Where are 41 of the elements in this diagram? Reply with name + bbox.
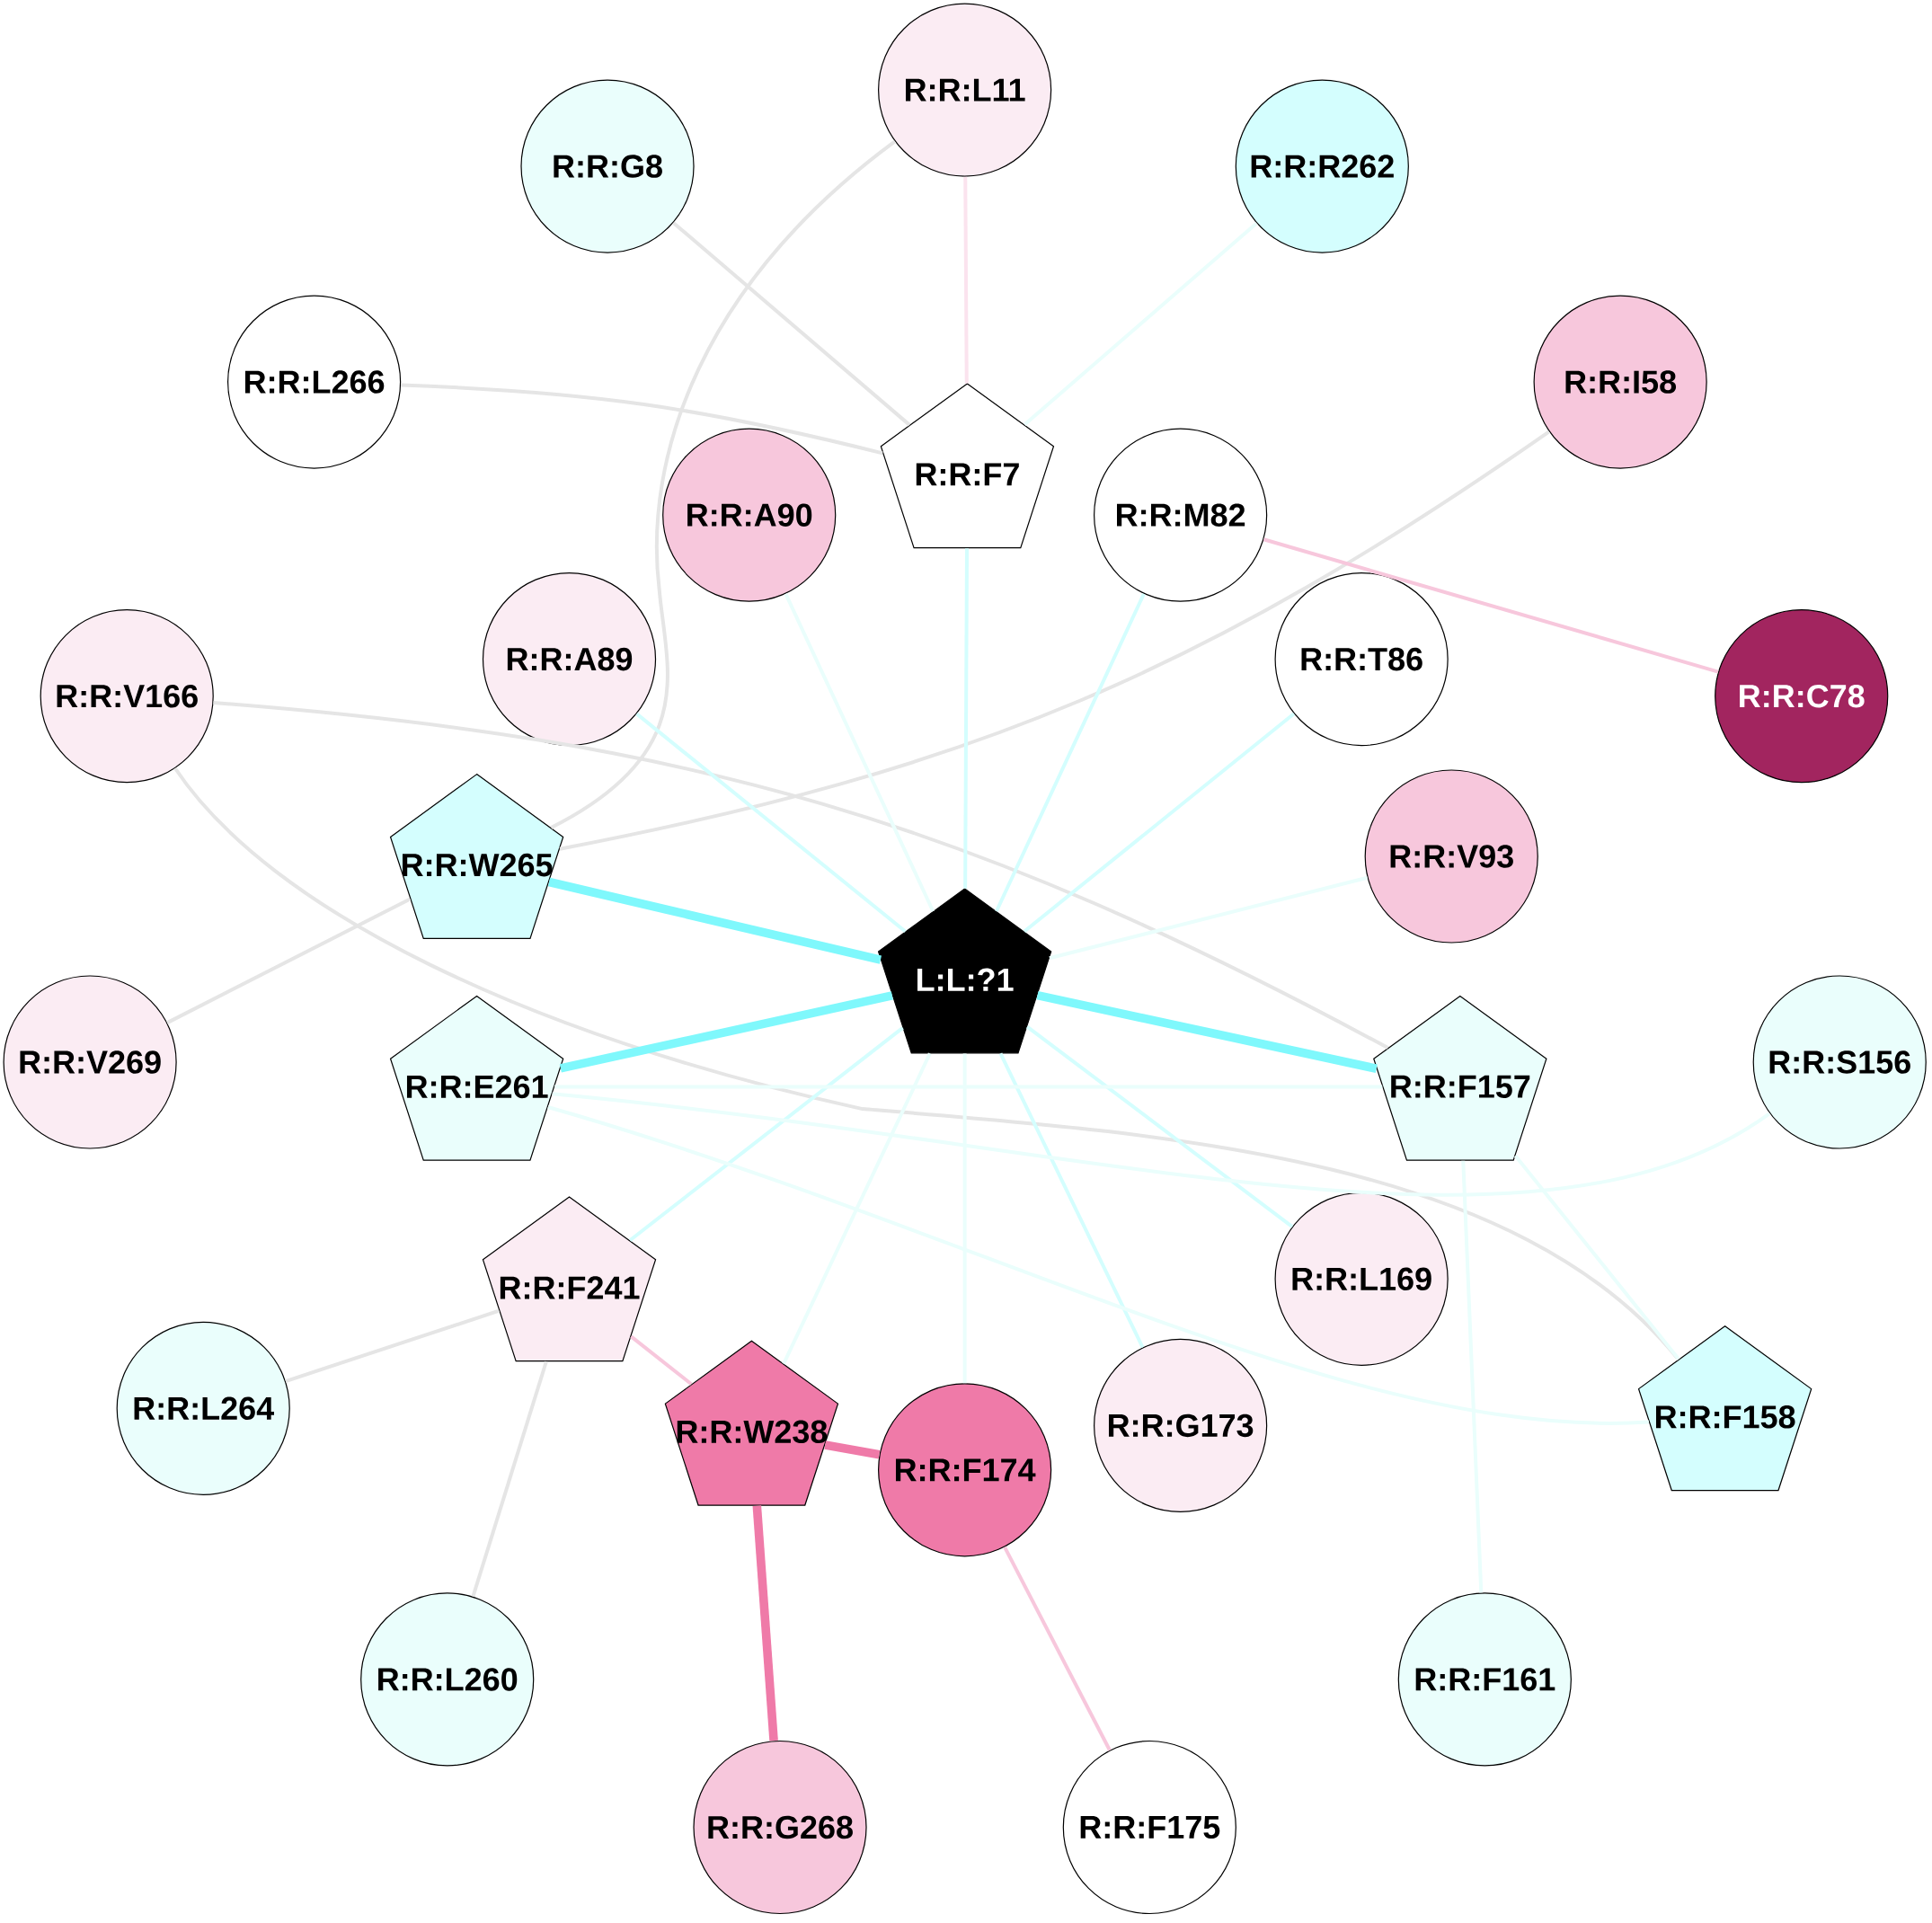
edge-line [784,593,935,912]
edge-line [752,1505,778,1741]
edge-line [1049,875,1369,961]
edge-line [559,430,1551,851]
edge-line [1025,1024,1294,1228]
edge-line [1036,990,1378,1073]
edge-line [550,139,897,829]
edge-line [401,383,883,456]
edge-line [471,1360,548,1598]
edge-line [547,877,882,964]
edge-line [554,1085,1383,1089]
ligand-pentagon: L:L:?1 [877,888,1052,1054]
edge-line [1461,1160,1484,1593]
residue-pentagon: R:R:F157 [1373,995,1547,1161]
edge-line [963,176,969,384]
edge-line [998,1052,1145,1349]
edge-line [285,1308,500,1383]
edge-line [552,1092,1771,1197]
residue-pentagon: R:R:E261 [389,995,564,1161]
edge-line [630,1334,693,1386]
residue-pentagon: R:R:F158 [1637,1325,1812,1492]
edge-line [963,548,969,889]
edge-line [628,1026,904,1242]
edge-line [962,1053,967,1384]
edge-line [1513,1154,1680,1360]
residue-pentagon: R:R:F7 [880,383,1055,549]
edge-line [782,1052,932,1365]
edge-line [635,712,907,934]
edge-line [559,991,893,1073]
edge-line [672,221,911,427]
residue-pentagon: R:R:F241 [482,1196,657,1362]
edge-line [824,1440,881,1459]
residue-pentagon: R:R:W238 [664,1340,839,1506]
edge-line [1003,1546,1112,1751]
edge-line [547,1105,1649,1424]
edge-line [1023,221,1258,427]
edge-line [995,592,1146,912]
edge-line [166,897,412,1024]
edge-line [213,701,1389,1050]
edge-line [1023,712,1296,934]
edge-line [1263,537,1719,674]
